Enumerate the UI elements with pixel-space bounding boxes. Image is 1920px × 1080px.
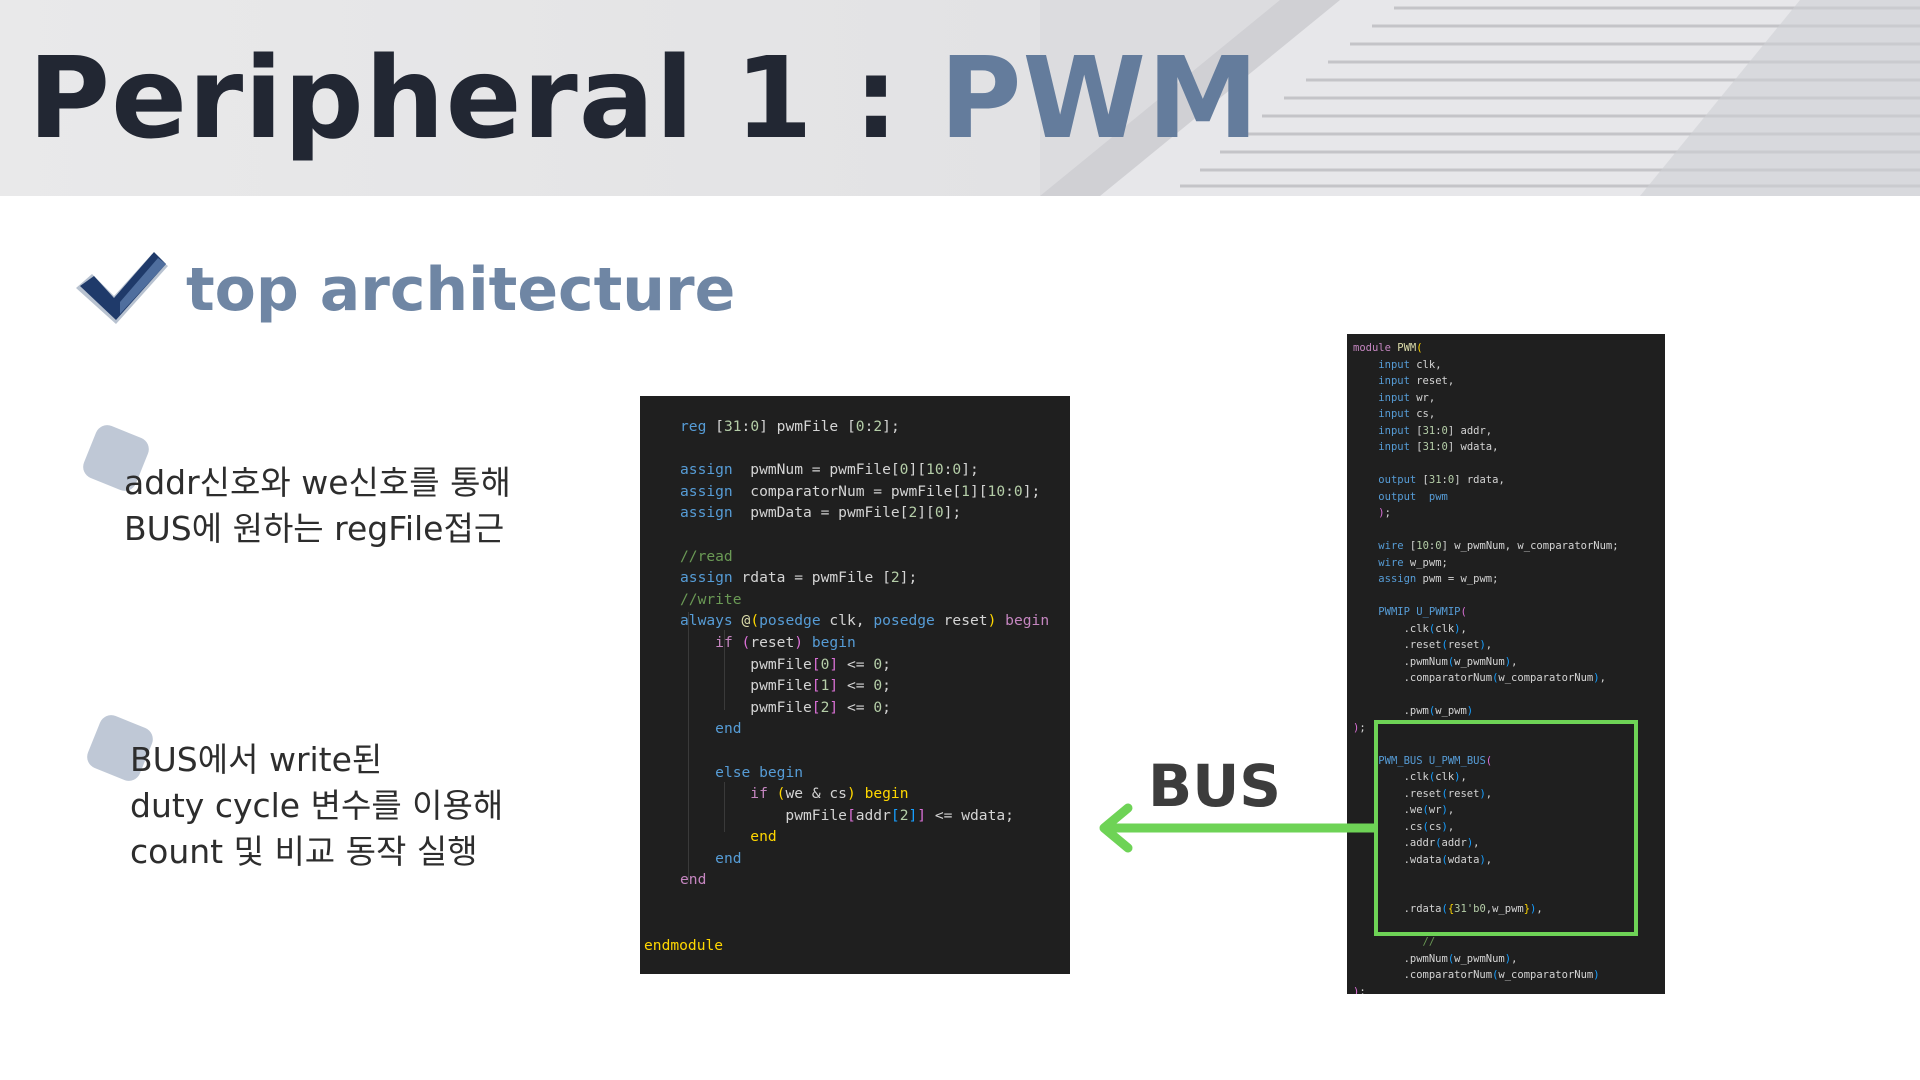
arrow-left-icon (1099, 803, 1376, 853)
header-banner: Peripheral 1 : PWM (0, 0, 1920, 196)
section-title: top architecture (186, 255, 736, 325)
bullet-1-line-2: BUS에 원하는 regFile접근 (124, 509, 505, 548)
code-panel-registers: reg [31:0] pwmFile [0:2]; assign pwmNum … (640, 396, 1070, 974)
page-title-accent: PWM (939, 34, 1260, 164)
code-top-module: module PWM( input clk, input reset, inpu… (1353, 342, 1619, 994)
bus-label: BUS (1148, 752, 1282, 820)
bullet-2-text: BUS에서 write된 duty cycle 변수를 이용해 count 및 … (130, 737, 503, 875)
code-registers: reg [31:0] pwmFile [0:2]; assign pwmNum … (680, 418, 1050, 889)
bullet-2-line-1: BUS에서 write된 (130, 740, 383, 779)
bullet-2-line-3: count 및 비교 동작 실행 (130, 832, 478, 871)
indent-guide (688, 612, 689, 882)
indent-guide (724, 782, 725, 832)
bullet-1-line-1: addr신호와 we신호를 통해 (124, 463, 511, 502)
code-endmodule: endmodule (644, 937, 724, 954)
stairs-background-image (1040, 0, 1920, 196)
indent-guide (724, 630, 725, 710)
page-title: Peripheral 1 : PWM (28, 34, 1260, 164)
bullet-2-line-2: duty cycle 변수를 이용해 (130, 786, 504, 825)
bus-highlight-box (1374, 720, 1638, 936)
checkmark-icon (76, 252, 168, 324)
bullet-1-text: addr신호와 we신호를 통해 BUS에 원하는 regFile접근 (124, 460, 511, 552)
code-panel-top-module: module PWM( input clk, input reset, inpu… (1347, 334, 1665, 994)
page-title-main: Peripheral 1 : (28, 34, 940, 164)
